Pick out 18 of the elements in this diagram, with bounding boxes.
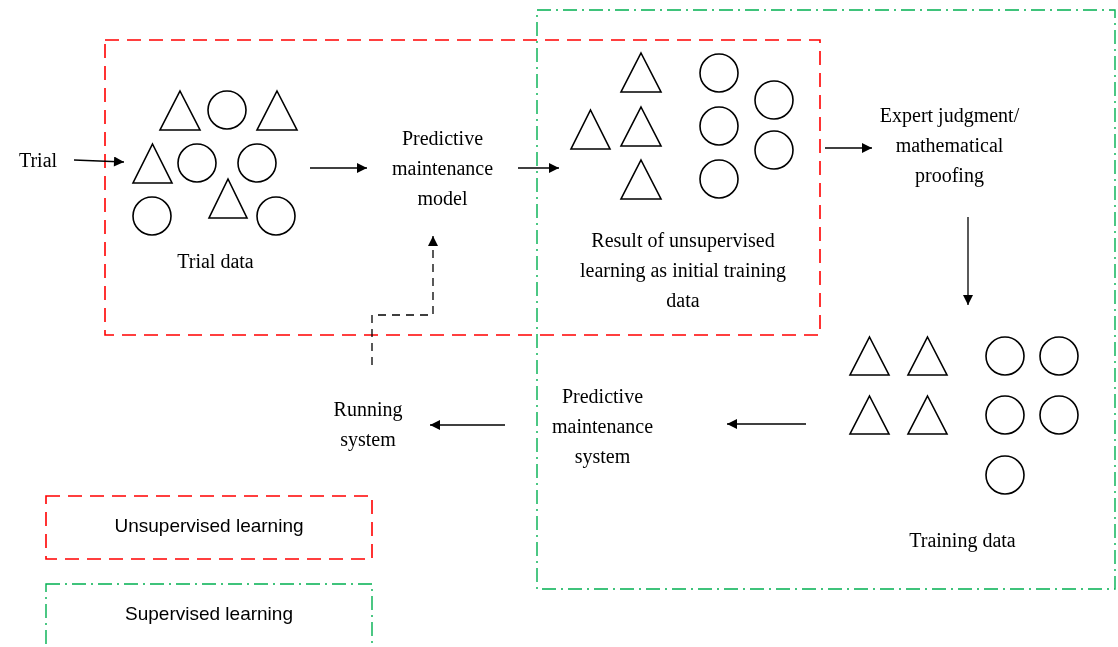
arrow <box>371 235 438 366</box>
step-label: Running system <box>332 397 404 453</box>
step-label: Expert judgment/ mathematical proofing <box>878 103 1021 189</box>
arrow <box>824 143 873 153</box>
arrow <box>963 216 973 306</box>
legend-label: Supervised learning <box>124 603 294 625</box>
legend-label: Unsupervised learning <box>113 515 305 537</box>
arrow <box>73 156 125 167</box>
data-caption: Result of unsupervised learning as initial training data <box>578 228 788 313</box>
step-label: Trial <box>17 148 59 173</box>
arrow <box>429 420 506 430</box>
arrow <box>726 419 807 429</box>
step-label: Predictive maintenance model <box>390 125 495 211</box>
data-caption: Training data <box>908 528 1017 554</box>
arrow <box>517 163 560 173</box>
data-caption: Trial data <box>176 249 255 274</box>
step-label: Predictive maintenance system <box>550 383 655 470</box>
arrow <box>309 163 368 173</box>
